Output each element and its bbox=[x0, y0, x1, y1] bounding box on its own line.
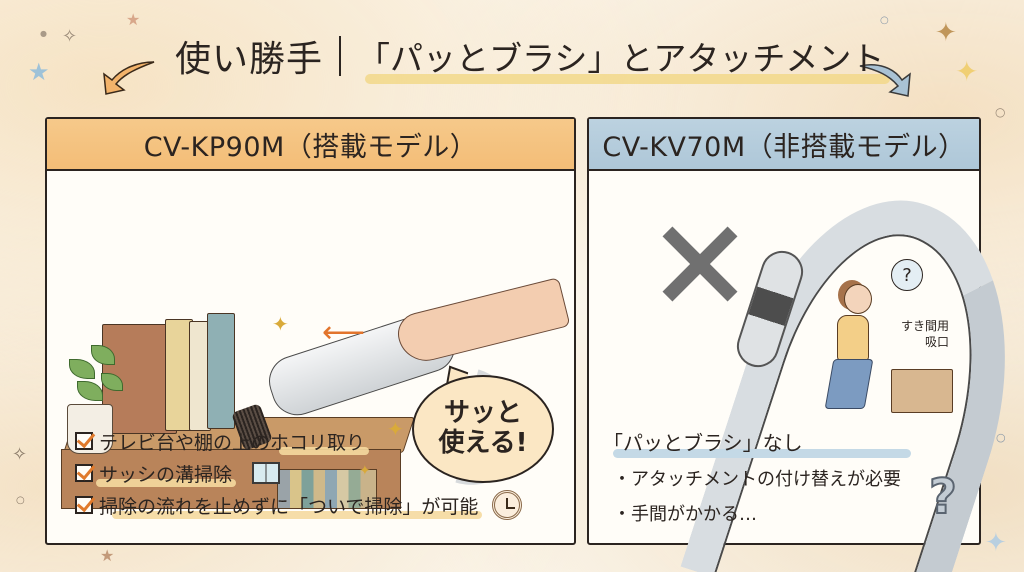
sparkle-icon: ✧ bbox=[62, 26, 78, 47]
drawbacks: 「パッとブラシ」なし ・アタッチメントの付け替えが必要 ・手間がかかる… bbox=[603, 427, 911, 526]
page-title: 使い勝手 「パッとブラシ」とアタッチメント bbox=[175, 28, 891, 84]
sparkle-icon: ✧ bbox=[12, 444, 28, 465]
person-head bbox=[844, 284, 872, 314]
star-icon: ★ bbox=[100, 546, 115, 565]
clock-icon bbox=[492, 490, 523, 520]
shelf-books bbox=[277, 469, 377, 509]
drawback-item: ・手間がかかる… bbox=[613, 504, 757, 525]
star-icon: ★ bbox=[28, 58, 50, 86]
drawbacks-heading-text: 「パッとブラシ」なし bbox=[603, 431, 803, 455]
window-icon bbox=[252, 462, 281, 484]
sparkle-icon: ✦ bbox=[955, 55, 979, 88]
circle-icon: ○ bbox=[995, 105, 1006, 119]
checklist-item: サッシの溝掃除 bbox=[75, 457, 522, 489]
plant-leaf bbox=[91, 345, 115, 365]
curved-arrow-left-icon bbox=[103, 61, 155, 95]
nozzle-label-line-1: すき間用 bbox=[901, 319, 950, 333]
checkbox-checked-icon bbox=[75, 464, 93, 482]
circle-icon: ○ bbox=[880, 15, 889, 26]
title-main: 使い勝手 bbox=[175, 39, 324, 80]
sparkle-icon: ✦ bbox=[272, 312, 289, 336]
checkbox-checked-icon bbox=[75, 496, 93, 514]
person-body bbox=[837, 315, 869, 361]
panel-header-kp90m: CV-KP90M（搭載モデル） bbox=[47, 119, 574, 171]
nozzle-label-line-2: 吸口 bbox=[925, 334, 950, 349]
motion-arrow-icon: ⟵ bbox=[322, 315, 366, 350]
drawbacks-heading: 「パッとブラシ」なし bbox=[603, 427, 911, 458]
hand-illustration bbox=[393, 277, 571, 367]
cross-mark-icon bbox=[659, 224, 739, 304]
storage-box bbox=[891, 369, 953, 413]
title-divider bbox=[339, 36, 342, 76]
drawback-item: ・アタッチメントの付け替えが必要 bbox=[613, 469, 901, 490]
circle-icon: ○ bbox=[996, 431, 1006, 444]
feature-checklist: テレビ台や棚の上のホコリ取り サッシの溝掃除 掃除の流れを止めずに「ついで掃除」… bbox=[75, 425, 523, 521]
dot-icon: ● bbox=[40, 29, 47, 38]
checkbox-checked-icon bbox=[75, 432, 93, 450]
question-mark-icon: ? bbox=[928, 468, 958, 526]
sparkle-icon: ✦ bbox=[387, 417, 404, 441]
checklist-item-text: サッシの溝掃除 bbox=[99, 463, 233, 486]
plant-leaf bbox=[69, 359, 95, 379]
sparkle-icon: ✦ bbox=[985, 528, 1007, 558]
star-icon: ★ bbox=[126, 10, 141, 29]
checklist-item-text: テレビ台や棚の上のホコリ取り bbox=[99, 431, 366, 454]
checklist-item: 掃除の流れを止めずに「ついで掃除」が可能 bbox=[75, 489, 523, 521]
panel-with-brush: CV-KP90M（搭載モデル） ⟵ ✦ ✦ ✦ サッと 使える! テレビ台や棚の… bbox=[45, 117, 576, 545]
bubble-line-2: 使える! bbox=[438, 428, 528, 458]
nozzle-label: すき間用 吸口 bbox=[901, 319, 949, 350]
sparkle-icon: ✦ bbox=[359, 463, 371, 479]
circle-icon: ○ bbox=[16, 495, 25, 506]
sparkle-icon: ✦ bbox=[935, 18, 957, 48]
title-subtitle-text: 「パッとブラシ」とアタッチメント bbox=[357, 39, 885, 78]
plant-leaf bbox=[77, 381, 103, 401]
checklist-item-text: 掃除の流れを止めずに「ついで掃除」が可能 bbox=[99, 495, 479, 518]
panel-header-kv70m: CV-KV70M（非搭載モデル） bbox=[589, 119, 979, 171]
plant-leaf bbox=[101, 373, 123, 391]
panel-without-brush: CV-KV70M（非搭載モデル） ? すき間用 吸口 「パッとブラシ」なし ・ア… bbox=[587, 117, 1024, 572]
title-subtitle: 「パッとブラシ」とアタッチメント bbox=[357, 32, 891, 84]
bubble-line-1: サッと bbox=[443, 398, 522, 429]
book bbox=[207, 313, 235, 429]
checklist-item: テレビ台や棚の上のホコリ取り bbox=[75, 425, 522, 457]
speech-bubble: サッと 使える! bbox=[412, 375, 554, 483]
curved-arrow-right-icon bbox=[859, 64, 911, 97]
thought-bubble-question-icon: ? bbox=[891, 259, 923, 291]
